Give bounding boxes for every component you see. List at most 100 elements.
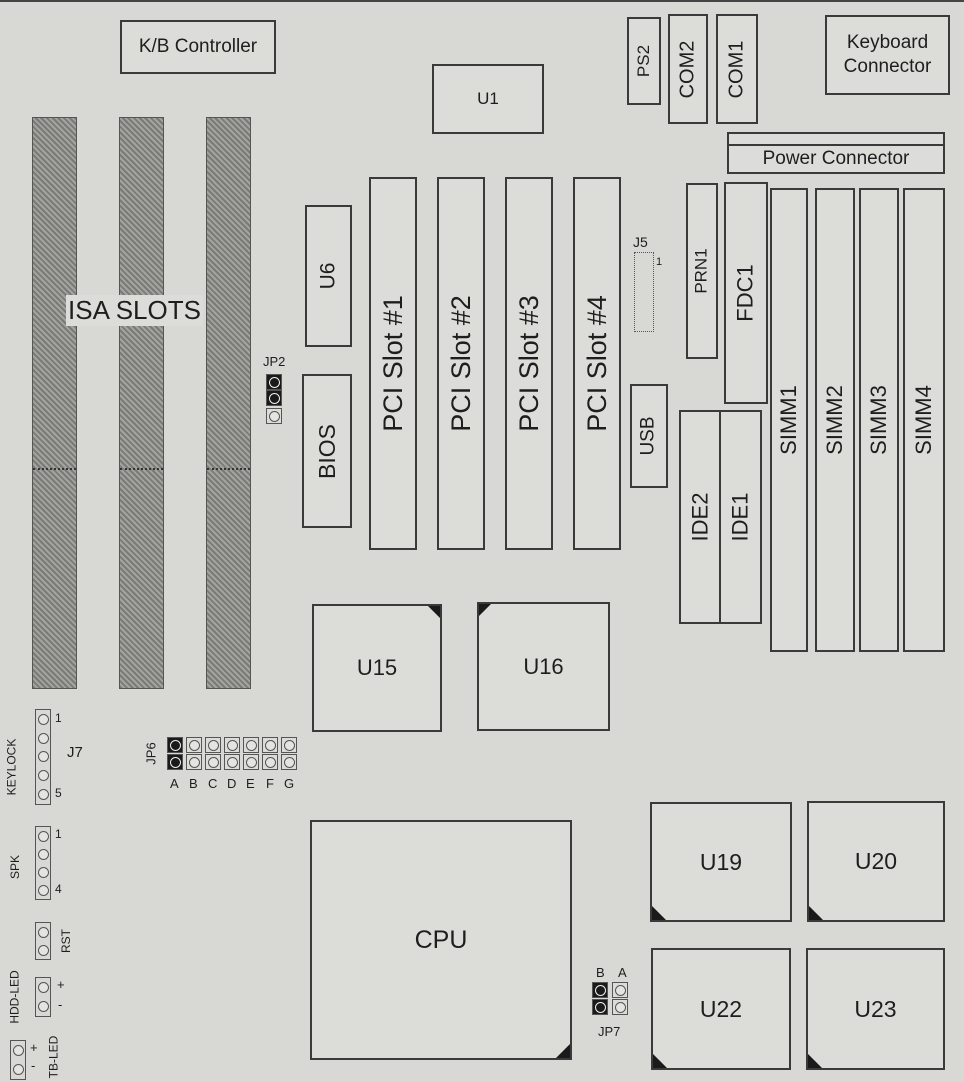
simm-slot-2-label: SIMM2 bbox=[822, 385, 847, 455]
prn1-label: PRN1 bbox=[692, 248, 712, 294]
isa-slot-1 bbox=[32, 117, 77, 689]
chip-u6-label: U6 bbox=[316, 262, 340, 290]
hdd-led-header bbox=[35, 977, 51, 1017]
chip-u19-pin1-marker bbox=[652, 906, 666, 920]
isa-slots-label: ISA SLOTS bbox=[66, 295, 203, 326]
com2-label: COM2 bbox=[676, 40, 699, 98]
pci-slot-1-label: PCI Slot #1 bbox=[377, 295, 408, 432]
chip-u23-label: U23 bbox=[854, 995, 897, 1022]
pci-slot-1: PCI Slot #1 bbox=[369, 177, 417, 550]
pci-slot-3-label: PCI Slot #3 bbox=[513, 295, 544, 432]
chip-u23-pin1-marker bbox=[808, 1054, 822, 1068]
com1-port: COM1 bbox=[716, 14, 758, 124]
chip-u22: U22 bbox=[651, 948, 791, 1070]
simm-slot-2: SIMM2 bbox=[815, 188, 855, 652]
j7-label: J7 bbox=[67, 744, 83, 761]
jp6-col-e: E bbox=[246, 776, 255, 791]
bios-chip: BIOS bbox=[302, 374, 352, 528]
jp6-col-d: D bbox=[227, 776, 237, 791]
ps2-port: PS2 bbox=[627, 17, 661, 105]
hdd-plus-label: + bbox=[57, 977, 65, 992]
rst-header bbox=[35, 922, 51, 960]
chip-u15: U15 bbox=[312, 604, 442, 732]
ps2-label: PS2 bbox=[634, 44, 654, 78]
simm-slot-3: SIMM3 bbox=[859, 188, 899, 652]
spk-label: SPK bbox=[8, 854, 23, 880]
jp6-col-f: F bbox=[266, 776, 274, 791]
jp7-label: JP7 bbox=[598, 1024, 621, 1039]
hdd-minus-label: - bbox=[58, 997, 63, 1012]
bios-label: BIOS bbox=[313, 423, 340, 479]
jumper-jp6 bbox=[167, 737, 307, 777]
pci-slot-3: PCI Slot #3 bbox=[505, 177, 553, 550]
tb-plus-label: + bbox=[30, 1040, 38, 1055]
j5-label: J5 bbox=[633, 234, 648, 250]
tb-led-label: TB-LED bbox=[46, 1035, 61, 1079]
usb-label: USB bbox=[638, 416, 660, 456]
com1-label: COM1 bbox=[725, 40, 748, 98]
tb-led-header bbox=[10, 1040, 26, 1080]
usb-header: USB bbox=[630, 384, 668, 488]
keyboard-connector-line2: Connector bbox=[843, 56, 932, 77]
chip-u15-label: U15 bbox=[356, 655, 398, 680]
fdc1-label: FDC1 bbox=[733, 264, 759, 322]
chip-u23: U23 bbox=[806, 948, 945, 1070]
isa-slot-3 bbox=[206, 117, 251, 689]
kb-controller-label: K/B Controller bbox=[138, 36, 258, 57]
pci-slot-4-label: PCI Slot #4 bbox=[581, 295, 612, 432]
isa-slot-2 bbox=[119, 117, 164, 689]
hdd-led-label: HDD-LED bbox=[7, 970, 22, 1024]
power-connector: Power Connector bbox=[727, 144, 945, 174]
jp6-col-g: G bbox=[284, 776, 295, 791]
chip-u19: U19 bbox=[650, 802, 792, 922]
pci-slot-4: PCI Slot #4 bbox=[573, 177, 621, 550]
spk-header bbox=[35, 826, 51, 900]
jumper-jp7 bbox=[592, 982, 632, 1022]
kb-controller: K/B Controller bbox=[120, 20, 276, 74]
ide2-header: IDE2 bbox=[679, 410, 721, 624]
chip-u15-pin1-marker bbox=[428, 606, 440, 618]
keylock-label: KEYLOCK bbox=[4, 738, 19, 796]
ide1-label: IDE1 bbox=[727, 492, 753, 542]
keylock-pin5-label: 5 bbox=[55, 786, 62, 800]
cpu-socket: CPU bbox=[310, 820, 572, 1060]
keylock-header bbox=[35, 709, 51, 805]
chip-u19-label: U19 bbox=[699, 848, 743, 875]
j5-pin1-label: 1 bbox=[656, 256, 663, 268]
spk-pin4-label: 4 bbox=[55, 882, 62, 896]
rst-label: RST bbox=[59, 929, 73, 953]
jp7-b-label: B bbox=[596, 965, 605, 980]
simm-slot-3-label: SIMM3 bbox=[866, 385, 891, 455]
tb-minus-label: - bbox=[31, 1058, 36, 1073]
chip-u16-label: U16 bbox=[523, 653, 564, 679]
chip-u1-label: U1 bbox=[477, 89, 499, 108]
simm-slot-4: SIMM4 bbox=[903, 188, 945, 652]
chip-u6: U6 bbox=[305, 205, 352, 347]
jp6-label: JP6 bbox=[143, 742, 159, 765]
simm-slot-4-label: SIMM4 bbox=[911, 385, 936, 455]
keylock-pin1-label: 1 bbox=[55, 711, 62, 725]
jumper-jp2 bbox=[265, 372, 283, 432]
keyboard-connector-line1: Keyboard bbox=[846, 32, 929, 53]
jp6-col-b: B bbox=[189, 776, 198, 791]
jp2-label: JP2 bbox=[263, 354, 286, 369]
simm-slot-1: SIMM1 bbox=[770, 188, 808, 652]
chip-u1: U1 bbox=[432, 64, 544, 134]
chip-u20-pin1-marker bbox=[809, 906, 823, 920]
jp6-col-c: C bbox=[208, 776, 218, 791]
prn1-header: PRN1 bbox=[686, 183, 718, 359]
com2-port: COM2 bbox=[668, 14, 708, 124]
pci-slot-2: PCI Slot #2 bbox=[437, 177, 485, 550]
jp7-a-label: A bbox=[618, 965, 627, 980]
fdc1-header: FDC1 bbox=[724, 182, 768, 404]
simm-slot-1-label: SIMM1 bbox=[776, 385, 801, 455]
chip-u22-pin1-marker bbox=[653, 1054, 667, 1068]
ide2-label: IDE2 bbox=[687, 492, 713, 542]
chip-u20-label: U20 bbox=[854, 848, 898, 874]
cpu-label: CPU bbox=[414, 925, 468, 954]
chip-u20: U20 bbox=[807, 801, 945, 922]
power-connector-label: Power Connector bbox=[762, 148, 910, 169]
jp6-col-a: A bbox=[170, 776, 179, 791]
chip-u22-label: U22 bbox=[699, 995, 743, 1022]
spk-pin1-label: 1 bbox=[55, 827, 62, 841]
